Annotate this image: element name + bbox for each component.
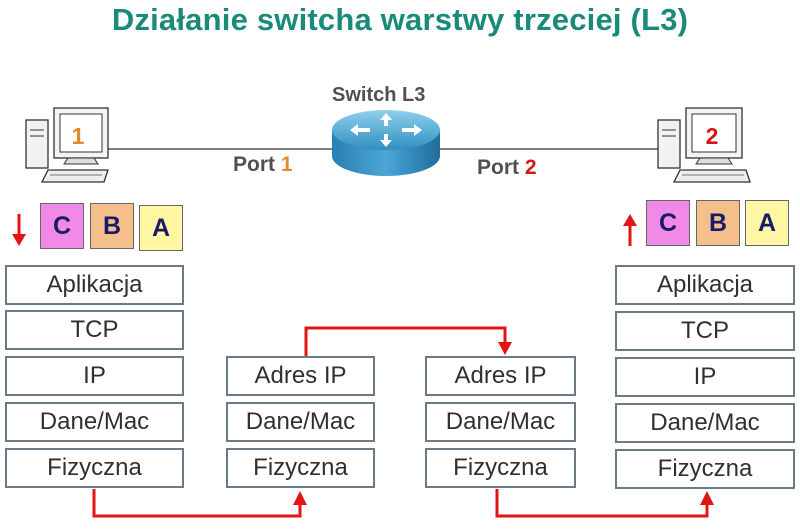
diagram-title: Działanie switcha warstwy trzeciej (L3) — [111, 2, 689, 37]
computer-1-icon — [25, 107, 109, 183]
right-layer-physical: Fizyczna — [615, 449, 795, 489]
packet-data-a-right: A — [745, 200, 789, 246]
flow-arrow-pc1-to-switch — [92, 489, 302, 518]
up-arrow-icon — [623, 214, 637, 246]
switch-port2-layer-datalink: Dane/Mac — [425, 402, 576, 442]
left-layer-physical: Fizyczna — [5, 448, 184, 488]
packet-header-c-right: C — [646, 200, 690, 246]
packet-header-b-right: B — [696, 200, 740, 246]
switch-port2-layer-physical: Fizyczna — [425, 448, 576, 488]
packet-header-c-left: C — [40, 203, 84, 249]
left-layer-ip: IP — [5, 356, 184, 396]
computer-2-icon — [657, 107, 751, 183]
left-layer-tcp: TCP — [5, 310, 184, 350]
packet-header-b-left: B — [90, 203, 134, 249]
right-layer-tcp: TCP — [615, 311, 795, 351]
computer-1-number: 1 — [71, 123, 85, 149]
left-layer-application: Aplikacja — [5, 265, 184, 305]
right-layer-datalink: Dane/Mac — [615, 403, 795, 443]
packet-data-a-left: A — [139, 205, 183, 251]
port-2-label: Port 2 — [477, 156, 537, 179]
switch-port1-layer-datalink: Dane/Mac — [226, 402, 375, 442]
switch-port2-layer-ip: Adres IP — [425, 356, 576, 396]
right-layer-ip: IP — [615, 357, 795, 397]
flow-arrow-switch-internal — [304, 326, 507, 356]
switch-label: Switch L3 — [332, 84, 426, 106]
switch-l3-icon — [332, 110, 440, 176]
computer-2-number: 2 — [705, 123, 719, 149]
left-layer-datalink: Dane/Mac — [5, 402, 184, 442]
switch-port1-layer-ip: Adres IP — [226, 356, 375, 396]
flow-arrow-switch-to-pc2 — [495, 489, 709, 518]
switch-port1-layer-physical: Fizyczna — [226, 448, 375, 488]
down-arrow-icon — [12, 214, 26, 246]
right-layer-application: Aplikacja — [615, 265, 795, 305]
port-1-label: Port 1 — [233, 153, 293, 176]
